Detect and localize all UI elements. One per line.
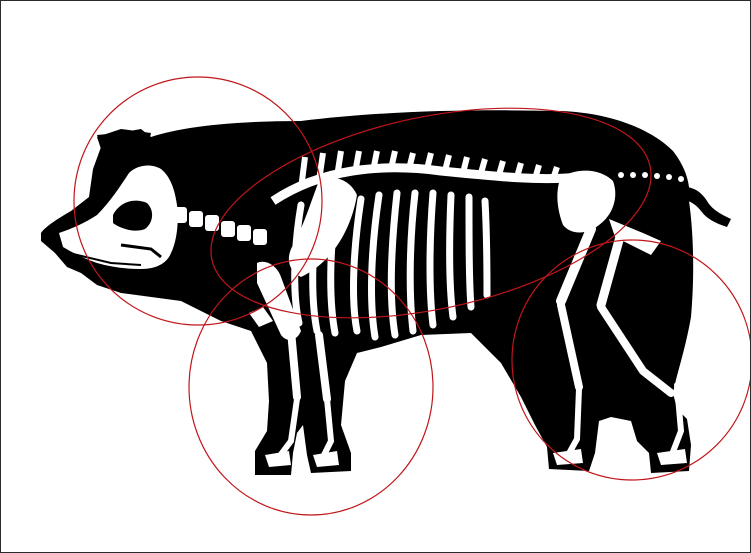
figure-frame: [0, 0, 751, 553]
pig-skeleton-figure: [1, 1, 750, 552]
